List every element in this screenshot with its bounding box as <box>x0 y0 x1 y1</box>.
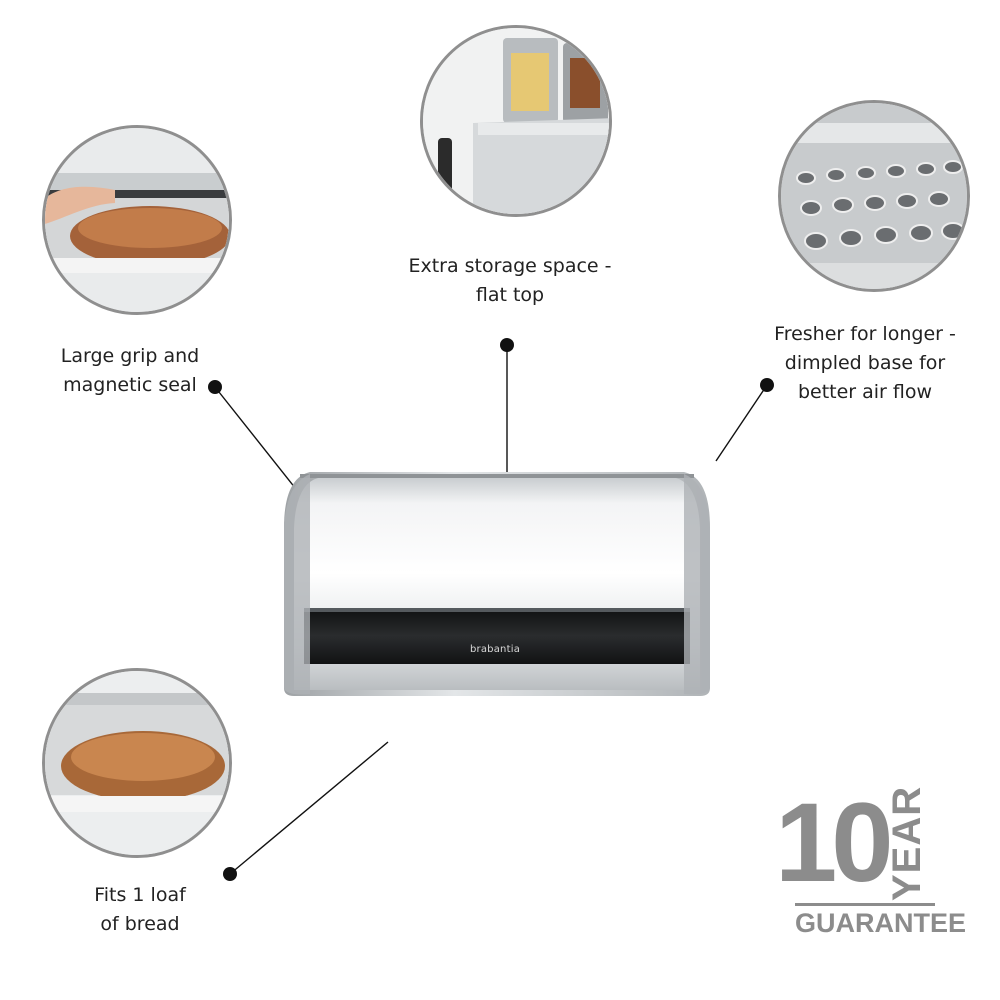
grip-photo <box>42 125 232 315</box>
grip-callout-line1: Large grip and <box>60 345 200 367</box>
grip-callout-dot <box>208 380 222 394</box>
loaf-photo <box>42 668 232 858</box>
dimpled-base-photo <box>778 100 970 292</box>
fresh-connector-line <box>715 384 768 462</box>
storage-callout-dot <box>500 338 514 352</box>
fresh-callout-line1: Fresher for longer - <box>774 323 956 345</box>
guarantee-divider <box>795 903 935 906</box>
guarantee-number: 10 <box>775 780 894 905</box>
loaf-connector-line <box>229 741 389 875</box>
guarantee-badge: 10 YEAR GUARANTEE <box>775 783 966 945</box>
storage-callout-line2: flat top <box>475 284 545 306</box>
grip-callout-line2: magnetic seal <box>63 374 197 396</box>
loaf-callout-line1: Fits 1 loaf <box>94 884 186 906</box>
loaf-callout-line2: of bread <box>100 913 180 935</box>
bread-bin: brabantia <box>280 468 714 700</box>
brand-logo: brabantia <box>470 644 521 655</box>
fresh-callout-line2: dimpled base for <box>784 352 946 374</box>
flat-top-photo <box>420 25 612 217</box>
fresh-callout-line3: better air flow <box>797 381 933 403</box>
loaf-callout-text: Fits 1 loaf of bread <box>70 881 210 939</box>
guarantee-year: YEAR <box>885 785 929 901</box>
guarantee-label: GUARANTEE <box>795 908 967 938</box>
fresh-callout-text: Fresher for longer - dimpled base for be… <box>765 320 965 407</box>
storage-callout-text: Extra storage space - flat top <box>390 252 630 310</box>
fresh-callout-dot <box>760 378 774 392</box>
storage-callout-line1: Extra storage space - <box>408 255 612 277</box>
grip-callout-text: Large grip and magnetic seal <box>40 342 220 400</box>
loaf-callout-dot <box>223 867 237 881</box>
